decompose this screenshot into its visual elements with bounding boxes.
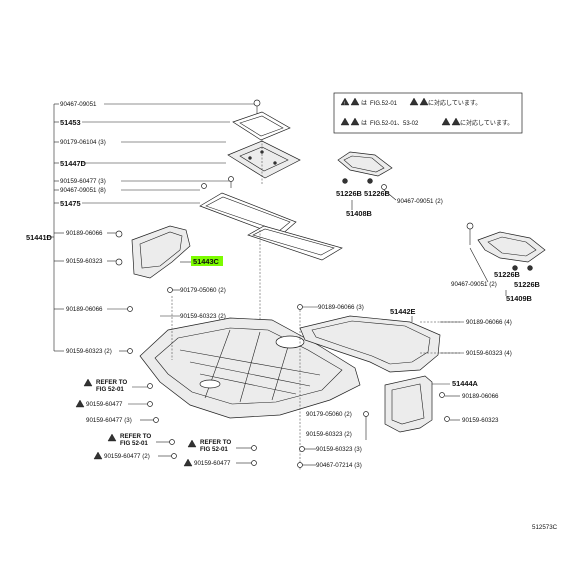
label-51226B-d: 51226B (514, 280, 540, 289)
panel-51475 (199, 183, 343, 261)
label-51443C: 51443C (193, 257, 220, 266)
right-leaders (351, 189, 507, 421)
label-90159-60323-center-b: 90159-60323 (2) (306, 431, 352, 438)
label-51447D: 51447D (60, 159, 87, 168)
label-90467-07214-3: 90467-07214 (3) (316, 462, 362, 469)
plate-51447D (227, 140, 301, 188)
bolt-label-1: 90159-60477 (75, 399, 148, 408)
label-90159-60323-left-b: 90159-60323 (2) (66, 348, 112, 355)
label-90159-60477-2-b3: 90159-60477 (2) (104, 453, 150, 460)
label-90159-60477-b1: 90159-60477 (86, 401, 123, 408)
label-90159-60323-3: 90159-60323 (3) (316, 446, 362, 453)
label-90189-06066-left-a: 90189-06066 (66, 230, 103, 237)
refer1-line1: REFER TO (96, 379, 127, 386)
under-cover-main (139, 230, 361, 470)
label-51409B: 51409B (506, 294, 532, 303)
label-90179-05060-b: 90179-05060 (2) (306, 411, 352, 418)
refer-block-3: REFER TO FIG 52-01 (187, 439, 252, 453)
bracket-51409B (466, 222, 546, 271)
label-90159-60323-center-a: 90159-60323 (2) (180, 313, 226, 320)
bolt-label-2: 90159-60477 (3) (86, 417, 154, 424)
cover-51442E (299, 315, 460, 373)
label-51226B-b: 51226B (364, 189, 390, 198)
refer-block-2: REFER TO FIG 52-01 (107, 433, 170, 447)
bolts (127, 306, 305, 466)
label-90159-60323-right: 90159-60323 (462, 417, 499, 424)
label-51475: 51475 (60, 199, 81, 208)
label-90159-60323-4: 90159-60323 (4) (466, 350, 512, 357)
label-90179-05060-a: 90179-05060 (2) (180, 287, 226, 294)
label-90179-06104: 90179-06104 (3) (60, 139, 106, 146)
refer2-line2: FIG 52-01 (120, 440, 148, 447)
bracket-51408B (337, 151, 393, 190)
label-51226B-a: 51226B (336, 189, 362, 198)
label-90159-60477-b4: 90159-60477 (194, 460, 231, 467)
image-code: 512573C (532, 524, 558, 531)
label-90189-06066-right: 90189-06066 (462, 393, 499, 400)
note-line1-ref: FIG.52-01 (370, 101, 398, 107)
note-line2-ref: FIG.52-01、53-02 (370, 121, 419, 127)
refer2-line1: REFER TO (120, 433, 151, 440)
main-assembly-bracket (46, 103, 64, 352)
label-51408B: 51408B (346, 209, 372, 218)
bolt-label-4: 90159-60477 (183, 458, 252, 467)
highlight-51443C: 51443C (180, 256, 223, 266)
note-line1-prefix: は (361, 100, 367, 107)
label-90189-06066-left-b: 90189-06066 (66, 306, 103, 313)
notes-box: ! は FIG.52-01 に対応しています。 は FIG.52-01、53-0… (333, 92, 523, 134)
label-90189-06066-4: 90189-06066 (4) (466, 319, 512, 326)
center-leaders (160, 287, 369, 468)
label-51453: 51453 (60, 118, 81, 127)
bracket-51443C (115, 225, 191, 279)
label-51442E: 51442E (390, 307, 416, 316)
note-line1-suffix: に対応しています。 (428, 99, 481, 107)
note-line2-suffix: に対応しています。 (460, 119, 513, 127)
bracket-51444A (384, 375, 450, 433)
label-90189-06066-3: 90189-06066 (3) (318, 304, 364, 311)
label-51441D: 51441D (26, 233, 53, 242)
label-90467-09051-8: 90467-09051 (8) (60, 187, 106, 194)
label-51444A: 51444A (452, 379, 479, 388)
bolt-label-3: 90159-60477 (2) (93, 451, 172, 460)
label-90159-60477-3-b2: 90159-60477 (3) (86, 417, 132, 424)
svg-text:!: ! (344, 101, 345, 106)
refer1-line2: FIG 52-01 (96, 386, 124, 393)
label-51226B-c: 51226B (494, 270, 520, 279)
refer3-line2: FIG 52-01 (200, 446, 228, 453)
panel-51453 (232, 99, 291, 141)
left-leaders (82, 103, 254, 352)
note-line2-prefix: は (361, 120, 367, 127)
label-90467-09051-top: 90467-09051 (60, 101, 97, 108)
label-90467-09051-2-a: 90467-09051 (2) (397, 198, 443, 205)
label-90467-09051-2-b: 90467-09051 (2) (451, 281, 497, 288)
refer3-line1: REFER TO (200, 439, 231, 446)
label-90159-60323-left-a: 90159-60323 (66, 258, 103, 265)
label-90159-60477-3: 90159-60477 (3) (60, 178, 106, 185)
refer-block-1: REFER TO FIG 52-01 (83, 378, 150, 393)
